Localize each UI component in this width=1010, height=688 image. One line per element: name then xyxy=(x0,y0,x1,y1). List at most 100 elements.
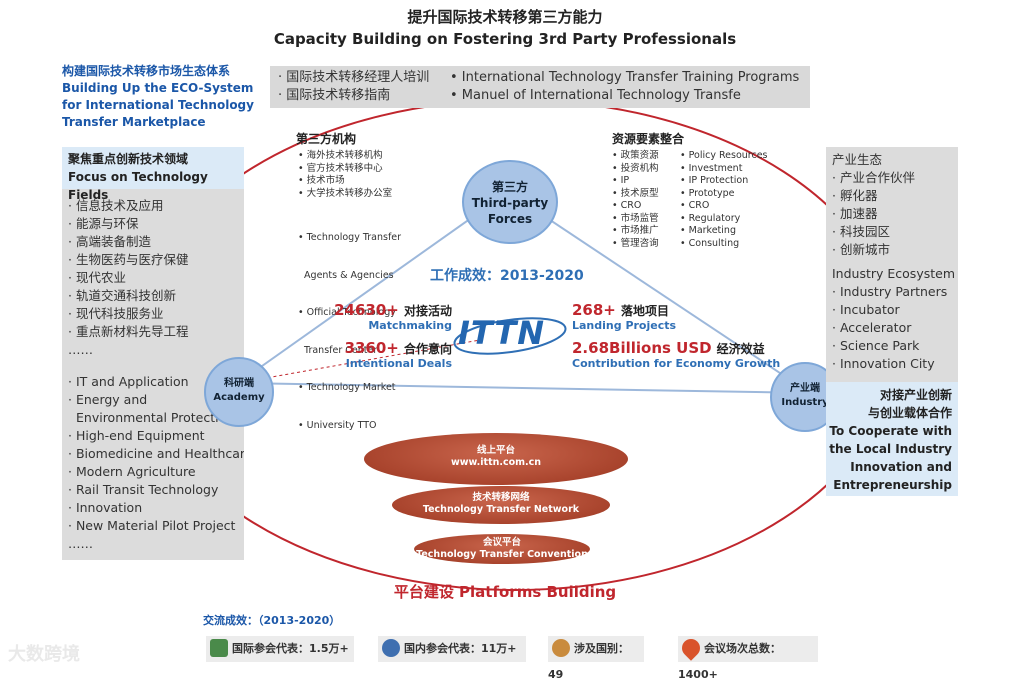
focus-en-item: · New Material Pilot Project xyxy=(68,518,236,533)
focus-en-item: · Innovation xyxy=(68,500,143,515)
focus-title-en: Focus on Technology Fields xyxy=(68,170,208,202)
platform-online: 线上平台 www.ittn.com.cn xyxy=(364,433,628,485)
exchange-label: 国际参会代表： xyxy=(232,642,309,655)
academy-node: 科研端 Academy xyxy=(204,357,274,427)
exchange-sessions: 会议场次总数：1400+ xyxy=(678,635,818,681)
ecosystem-en-item: · Industry Partners xyxy=(832,284,948,299)
ittn-logo-text: ITTN xyxy=(458,314,546,352)
ittn-logo-mark xyxy=(453,317,567,355)
platforms-building-title: 平台建设 Platforms Building xyxy=(393,583,617,601)
coop-en: To Cooperate with xyxy=(829,424,952,438)
focus-en-item: · Biomedicine and Healthcare xyxy=(68,446,244,461)
third-party-org-title: 第三方机构 xyxy=(296,132,357,146)
focus-cn-item: · 生物医药与医疗保健 xyxy=(68,252,189,267)
res-cn-item: • IP xyxy=(612,175,630,186)
platform-online-en: www.ittn.com.cn xyxy=(450,457,542,468)
exchange-value: 1.5万+ xyxy=(309,642,349,655)
academy-cn: 科研端 xyxy=(224,378,254,389)
res-en-item: • Consulting xyxy=(680,237,740,249)
focus-cn-item: · 现代科技服务业 xyxy=(68,306,164,321)
training-en: • International Technology Transfer Trai… xyxy=(450,69,799,105)
res-cn-item: • 市场监管 xyxy=(612,212,659,224)
exchange-label: 涉及国别： xyxy=(574,642,629,655)
focus-cn-item: · 高端装备制造 xyxy=(68,234,151,249)
third-node-cn: 第三方 xyxy=(491,180,528,194)
org-en-item: Transfer Center xyxy=(298,344,378,356)
stat-label-cn: 对接活动 xyxy=(403,304,452,318)
title-en: Capacity Building on Fostering 3rd Party… xyxy=(273,30,737,48)
focus-cn-list: · 信息技术及应用 · 能源与环保 · 高端装备制造 · 生物医药与医疗保健 ·… xyxy=(68,197,188,359)
stat-matchmaking: 24630+ 对接活动 Matchmaking xyxy=(322,300,452,332)
focus-cn-item: · 轨道交通科技创新 xyxy=(68,288,176,303)
ecosystem-cn-item: · 科技园区 xyxy=(832,224,890,239)
res-en-item: • Prototype xyxy=(680,187,735,199)
triangle-base xyxy=(237,382,811,394)
cooperate-box xyxy=(826,382,958,496)
title-cn: 提升国际技术转移第三方能力 xyxy=(407,8,603,26)
focus-panel xyxy=(62,147,244,560)
exchange-title: 交流成效：（2013-2020） xyxy=(203,614,341,627)
stat-value: 2.68Billions USD xyxy=(572,339,712,357)
focus-title-cn: 聚焦重点创新技术领域 xyxy=(68,152,189,166)
stat-label-en: Matchmaking xyxy=(368,319,452,332)
res-cn-item: • CRO xyxy=(612,200,642,211)
resources-cn-list: • 政策资源 • 投资机构 • IP • 技术原型 • CRO • 市场监管 •… xyxy=(612,150,659,250)
stat-intentional-deals: 3360+ 合作意向 Intentional Deals xyxy=(322,338,452,370)
focus-cn-item: · 现代农业 xyxy=(68,270,126,285)
focus-en-item: Environmental Protectio xyxy=(76,410,227,425)
focus-en-item: · Rail Transit Technology xyxy=(68,482,219,497)
focus-cn-item: · 重点新材料先导工程 xyxy=(68,324,189,339)
platform-convention-en: Technology Transfer Convention xyxy=(416,549,588,560)
third-node-en2: Forces xyxy=(487,212,533,226)
res-en-item: • Investment xyxy=(680,162,743,174)
org-en-item: • Official Technology xyxy=(298,307,396,318)
focus-cn-item: · 信息技术及应用 xyxy=(68,198,164,213)
platform-network: 技术转移网络 Technology Transfer Network xyxy=(392,486,610,524)
focus-header: 聚焦重点创新技术领域 Focus on Technology Fields xyxy=(62,147,244,202)
resources-title: 资源要素整合 xyxy=(612,132,685,146)
people-icon xyxy=(382,639,400,657)
platform-online-cn: 线上平台 xyxy=(476,445,515,456)
results-title: 工作成效：2013-2020 xyxy=(430,268,584,284)
ecosystem-list: 产业生态 · 产业合作伙伴 · 孵化器 · 加速器 · 科技园区 · 创新城市 … xyxy=(832,151,958,373)
stat-landing-projects: 268+ 落地项目 Landing Projects xyxy=(572,300,772,332)
res-cn-item: • 技术原型 xyxy=(612,187,659,199)
org-en-item: • Technology Transfer xyxy=(298,232,402,243)
focus-en-item: · IT and Application xyxy=(68,374,189,389)
stat-label-en: Intentional Deals xyxy=(345,357,452,370)
ecosystem-cn-item: · 创新城市 xyxy=(832,242,890,257)
eco-cn: 构建国际技术转移市场生态体系 xyxy=(62,64,231,78)
res-en-item: • Policy Resources xyxy=(680,150,768,161)
dashed-base xyxy=(237,339,481,384)
eco-en-line: Building Up the ECO-System xyxy=(62,81,254,95)
third-party-node: 第三方 Third-party Forces xyxy=(462,160,558,244)
stat-label-cn: 落地项目 xyxy=(620,304,669,318)
resources-en-list: • Policy Resources • Investment • IP Pro… xyxy=(680,150,768,250)
stat-value: 268+ xyxy=(572,301,616,319)
focus-cn-item: …… xyxy=(68,342,93,357)
academy-en: Academy xyxy=(213,392,265,403)
platform-network-en: Technology Transfer Network xyxy=(422,504,580,515)
res-cn-item: • 管理咨询 xyxy=(612,237,659,249)
ecosystem-en-item: · Accelerator xyxy=(832,320,912,335)
globe-icon xyxy=(552,639,570,657)
org-cn-item: • 大学技术转移办公室 xyxy=(298,187,393,199)
coop-en: Entrepreneurship xyxy=(833,478,952,492)
coop-cn: 对接产业创新 xyxy=(879,388,952,402)
training-cn: · 国际技术转移经理人培训 · 国际技术转移指南 xyxy=(278,69,429,105)
exchange-intl-reps: 国际参会代表：1.5万+ xyxy=(206,636,354,662)
training-en-item: • International Technology Transfer Trai… xyxy=(450,70,800,85)
location-pin-icon xyxy=(678,635,704,661)
ittn-logo: ITTN xyxy=(452,312,568,356)
res-en-item: • Marketing xyxy=(680,225,736,236)
training-cn-item: · 国际技术转移指南 xyxy=(278,88,391,103)
third-party-org-en-list: • Technology Transfer Agents & Agencies … xyxy=(298,207,401,445)
coop-en: Innovation and xyxy=(850,460,952,474)
res-en-item: • CRO xyxy=(680,200,710,211)
exchange-label: 国内参会代表： xyxy=(404,642,481,655)
res-en-item: • Regulatory xyxy=(680,212,741,224)
focus-en-item: · Modern Agriculture xyxy=(68,464,196,479)
eco-en-line: for International Technology xyxy=(62,98,254,112)
ecosystem-en-item: · Incubator xyxy=(832,302,900,317)
res-cn-item: • 市场推广 xyxy=(612,225,659,236)
